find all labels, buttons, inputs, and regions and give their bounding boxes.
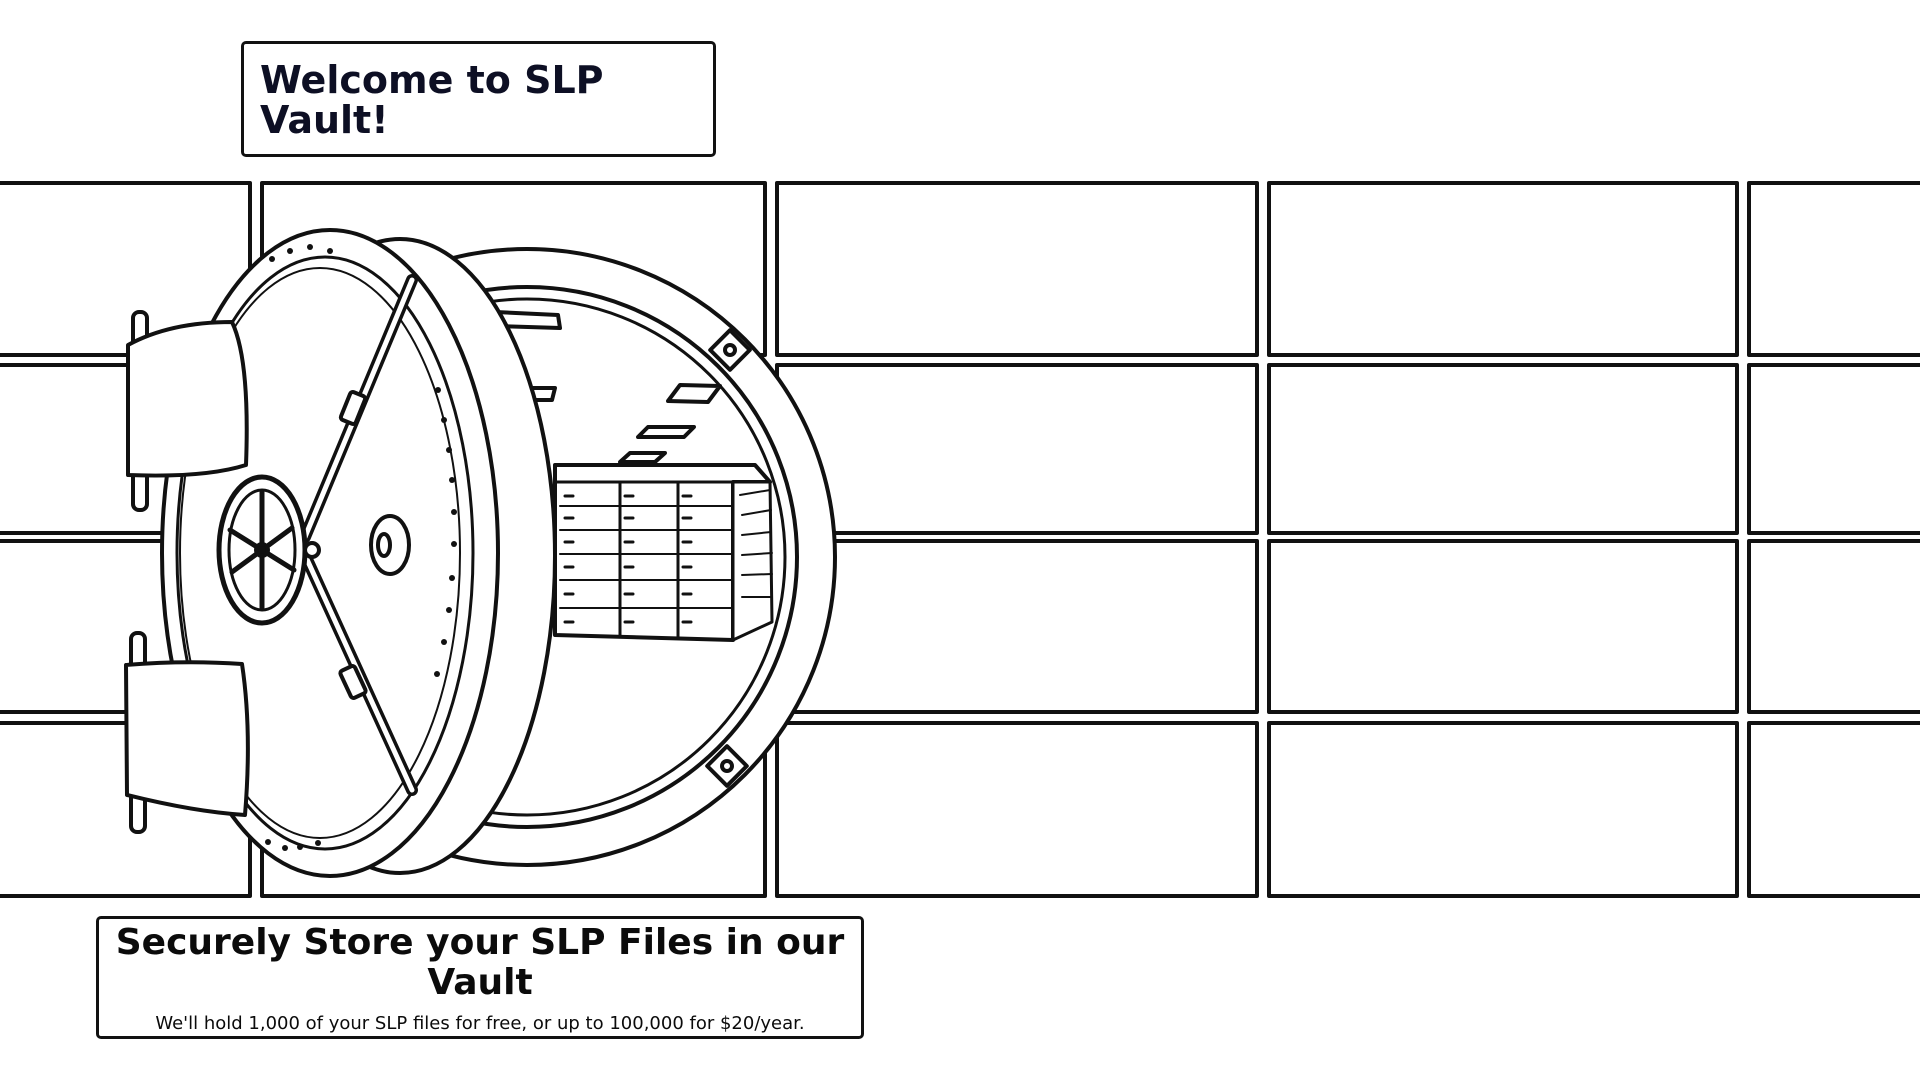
promo-banner: Securely Store your SLP Files in our Vau… bbox=[96, 916, 864, 1039]
wall-tile bbox=[1267, 181, 1739, 357]
wall-tile bbox=[1747, 181, 1920, 357]
ceiling-light bbox=[666, 383, 722, 404]
door-rivets bbox=[265, 244, 457, 851]
wall-tile bbox=[1747, 363, 1920, 535]
welcome-banner: Welcome to SLP Vault! bbox=[241, 41, 716, 157]
wall-tile bbox=[1747, 721, 1920, 898]
ceiling-light bbox=[636, 425, 696, 439]
promo-headline: Securely Store your SLP Files in our Vau… bbox=[115, 922, 845, 1003]
wall-tile bbox=[775, 539, 1259, 714]
welcome-title: Welcome to SLP Vault! bbox=[260, 58, 604, 142]
frame-bolt bbox=[708, 328, 752, 372]
ceiling-light bbox=[618, 451, 667, 464]
wall-tile bbox=[775, 363, 1259, 535]
wall-tile bbox=[775, 181, 1259, 357]
wall-tile bbox=[775, 721, 1259, 898]
promo-subtext: We'll hold 1,000 of your SLP files for f… bbox=[155, 1013, 805, 1034]
deposit-box-side bbox=[731, 480, 774, 642]
door-hinge-bottom bbox=[124, 631, 250, 834]
door-hinge-top bbox=[126, 310, 249, 512]
frame-bolt bbox=[705, 744, 749, 788]
wall-tile bbox=[1267, 363, 1739, 535]
wall-tile bbox=[1267, 539, 1739, 714]
handle-wheel bbox=[216, 474, 321, 626]
combination-dial bbox=[369, 514, 411, 576]
wall-tile bbox=[1267, 721, 1739, 898]
wall-tile bbox=[1747, 539, 1920, 714]
